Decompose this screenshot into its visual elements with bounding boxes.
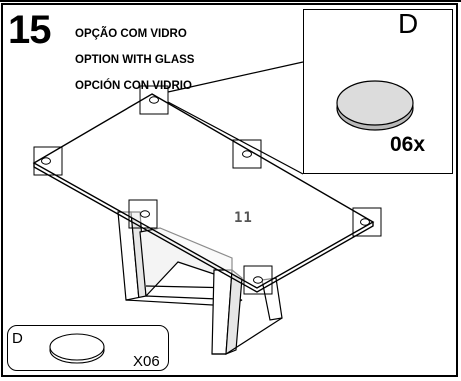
bumper-pad-marker [232, 139, 262, 169]
detail-callout-lines [167, 61, 304, 175]
detail-quantity: 06x [390, 133, 426, 156]
bumper-pad-marker [243, 265, 273, 295]
bumper-pad-marker [139, 85, 169, 115]
table-base [117, 211, 283, 355]
step-number: 15 [8, 8, 51, 52]
top-rule [0, 0, 461, 2]
bumper-pad-markers [33, 85, 382, 295]
part-number-label: 11 [234, 210, 253, 226]
bumper-pad-marker [352, 207, 382, 237]
step-title-line: OPÇÃO COM VIDRO [75, 28, 187, 40]
bumper-pad-marker [33, 146, 63, 176]
step-title-line: OPCIÓN CON VIDRIO [75, 80, 192, 92]
legend-part-letter: D [12, 330, 23, 347]
detail-part-letter: D [398, 8, 419, 39]
step-title: OPÇÃO COM VIDRO OPTION WITH GLASS OPCIÓN… [75, 15, 194, 106]
step-title-line: OPTION WITH GLASS [75, 54, 195, 66]
round-pad-outline-icon [49, 333, 105, 364]
page-frame [1, 3, 458, 377]
legend-quantity: X06 [133, 353, 160, 370]
round-glass-bumper-pad-icon [336, 80, 414, 131]
bumper-pad-marker [128, 199, 158, 229]
